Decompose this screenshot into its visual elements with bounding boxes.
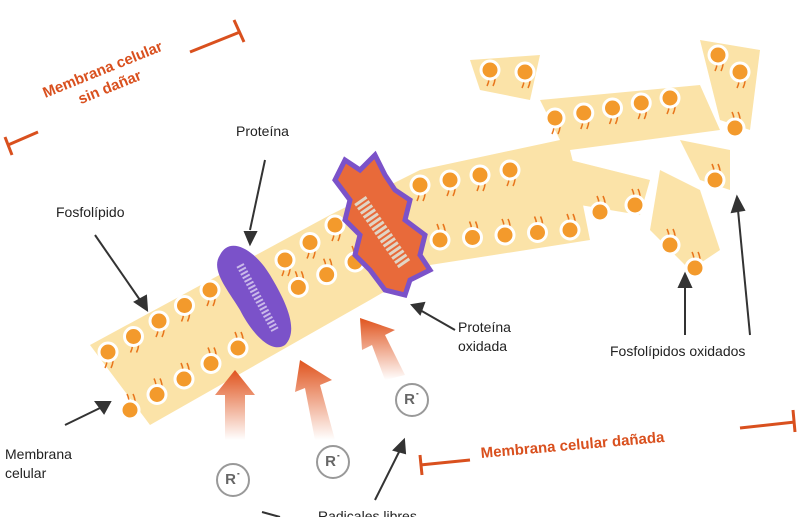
phospholipid-head bbox=[274, 249, 296, 271]
phospholipid-head bbox=[704, 169, 726, 191]
phospholipid-head bbox=[227, 337, 249, 359]
membrane-label-1: Membrana bbox=[5, 446, 72, 462]
arrows bbox=[64, 159, 751, 517]
phospholipid-head bbox=[119, 399, 141, 421]
phospholipid-head bbox=[199, 279, 221, 301]
phospholipid-head bbox=[630, 92, 652, 114]
phospholipid-head bbox=[544, 107, 566, 129]
phospholipid-head bbox=[602, 97, 623, 119]
phospholipid-head bbox=[527, 222, 548, 243]
phospholipid-head bbox=[439, 169, 461, 191]
phospholipid-head bbox=[659, 234, 681, 256]
phospholipid-head bbox=[573, 102, 595, 124]
oxidized-protein-label-1: Proteína bbox=[458, 319, 511, 335]
protein-shape bbox=[217, 245, 292, 348]
phospholipid-head bbox=[429, 229, 451, 251]
phospholipid-head bbox=[479, 59, 501, 81]
free-radical-icon: R˙ bbox=[216, 463, 250, 497]
radical-arrows bbox=[215, 318, 405, 440]
phospholipid-head bbox=[148, 310, 170, 332]
phospholipid-head bbox=[624, 194, 646, 216]
oxidized-protein-label-2: oxidada bbox=[458, 338, 508, 354]
phospholipid-head bbox=[287, 276, 309, 298]
phospholipid-head bbox=[499, 159, 521, 181]
phospholipid-head bbox=[146, 384, 168, 405]
phospholipid-head bbox=[174, 295, 195, 316]
phospholipid-head bbox=[324, 214, 346, 236]
phospholipid-head bbox=[469, 164, 491, 186]
phospholipid-head bbox=[589, 201, 611, 223]
phospholipid-head bbox=[684, 257, 706, 279]
phospholipid-label: Fosfolípido bbox=[56, 204, 125, 220]
phospholipid-head bbox=[729, 61, 751, 83]
free-radical-icon: R˙ bbox=[395, 383, 429, 417]
oxidized-phospholipids-label: Fosfolípidos oxidados bbox=[610, 343, 746, 359]
oxidized-protein-shape bbox=[332, 150, 434, 298]
phospholipid-heads bbox=[97, 44, 751, 421]
phospholipid-head bbox=[316, 264, 338, 286]
phospholipid-head bbox=[707, 44, 729, 66]
phospholipid-head bbox=[462, 227, 483, 248]
phospholipid-head bbox=[299, 232, 321, 253]
bracket-lines bbox=[3, 19, 797, 476]
phospholipid-head bbox=[514, 61, 536, 83]
membrane-label-2: celular bbox=[5, 465, 47, 481]
phospholipid-head bbox=[200, 353, 222, 374]
phospholipid-head bbox=[659, 87, 681, 109]
phospholipid-head bbox=[409, 174, 431, 196]
phospholipid-head bbox=[173, 368, 195, 390]
phospholipid-head bbox=[494, 224, 516, 246]
phospholipid-head bbox=[97, 341, 119, 363]
phospholipid-head bbox=[123, 326, 144, 347]
phospholipid-head bbox=[724, 117, 746, 139]
phospholipid-head bbox=[559, 219, 581, 241]
free-radicals-label: Radicales libres bbox=[318, 508, 417, 517]
protein-label: Proteína bbox=[236, 123, 289, 139]
free-radical-icon: R˙ bbox=[316, 445, 350, 479]
